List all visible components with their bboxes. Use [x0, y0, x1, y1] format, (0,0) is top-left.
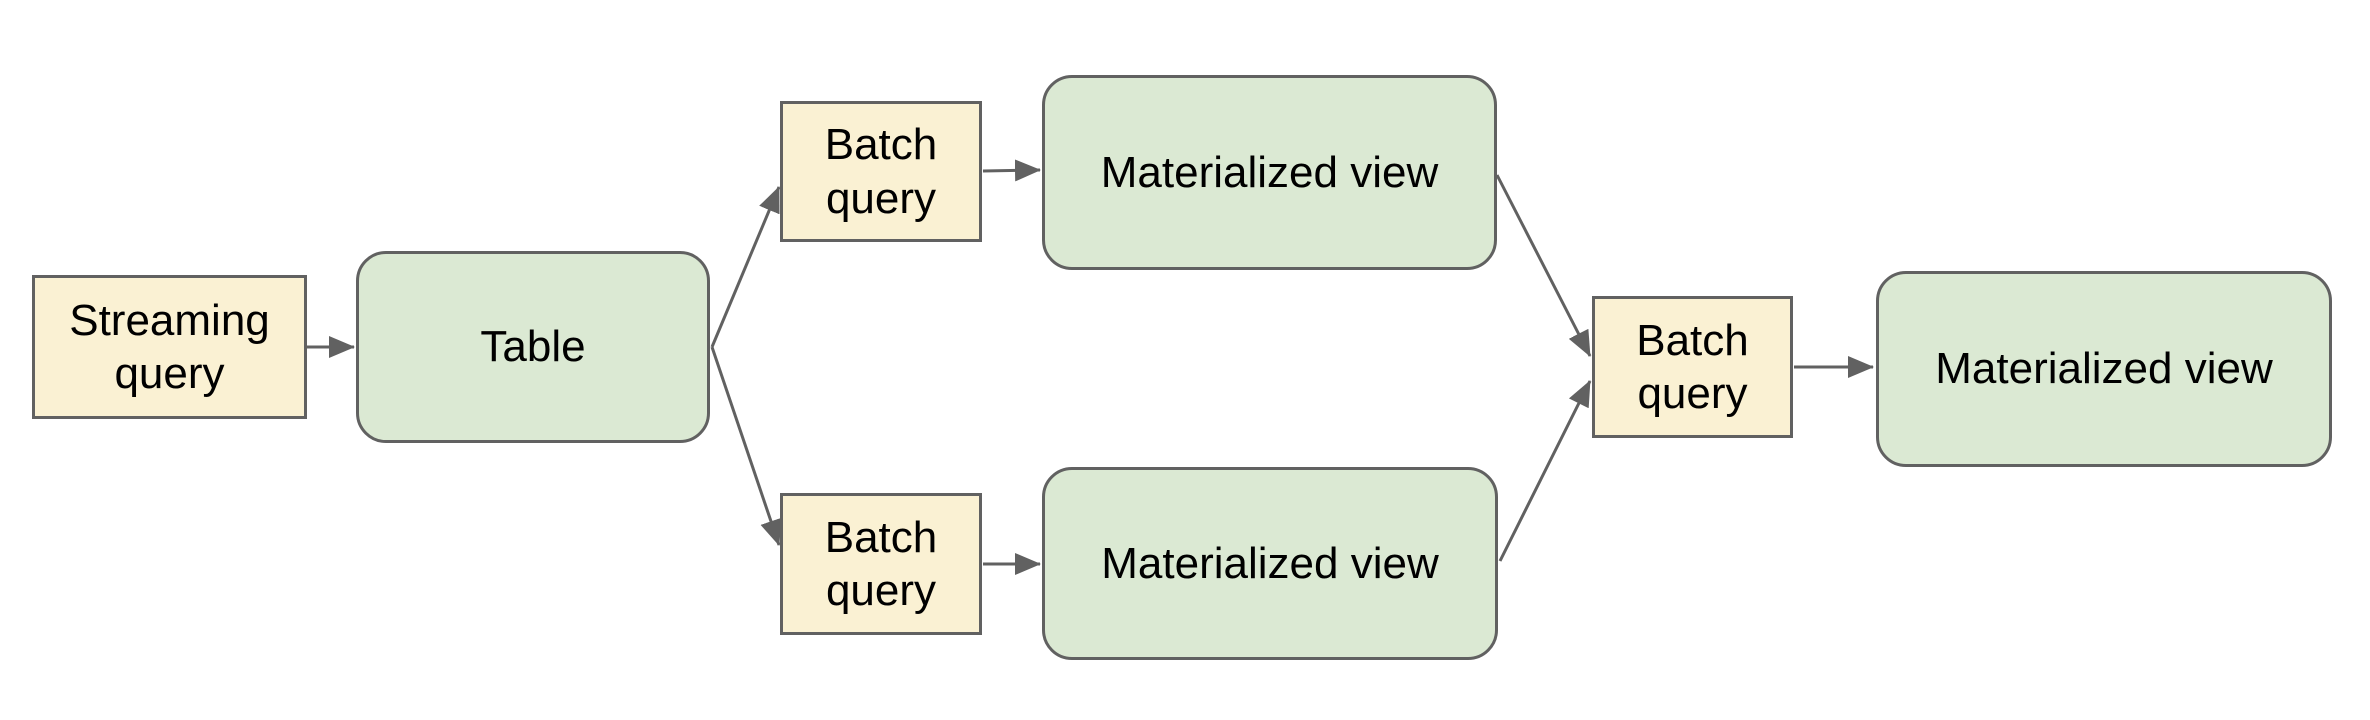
node-materialized-view-top: Materialized view — [1042, 75, 1497, 270]
node-streaming-query: Streaming query — [32, 275, 307, 419]
node-label: Streaming query — [69, 295, 270, 398]
node-label: Table — [480, 322, 586, 372]
node-label: Materialized view — [1935, 344, 2273, 394]
node-batch-query-bottom: Batch query — [780, 493, 982, 635]
edge-mv-bottom-to-batch-right — [1498, 380, 1592, 562]
node-label: Materialized view — [1100, 147, 1439, 197]
node-label: Materialized view — [1101, 538, 1439, 588]
edge-table-to-batch-bottom — [710, 346, 782, 546]
edge-mv-top-to-batch-right — [1495, 174, 1592, 357]
node-materialized-view-bottom: Materialized view — [1042, 467, 1498, 660]
node-label: Batch query — [1636, 315, 1749, 418]
node-batch-query-top: Batch query — [780, 101, 982, 242]
node-table: Table — [356, 251, 710, 443]
node-label: Batch query — [824, 512, 938, 615]
node-label: Batch query — [824, 120, 938, 223]
node-materialized-view-final: Materialized view — [1876, 271, 2332, 467]
node-batch-query-right: Batch query — [1592, 296, 1793, 438]
edge-table-to-batch-top — [710, 186, 781, 348]
edge-batch-top-to-mv-top — [982, 159, 1041, 182]
